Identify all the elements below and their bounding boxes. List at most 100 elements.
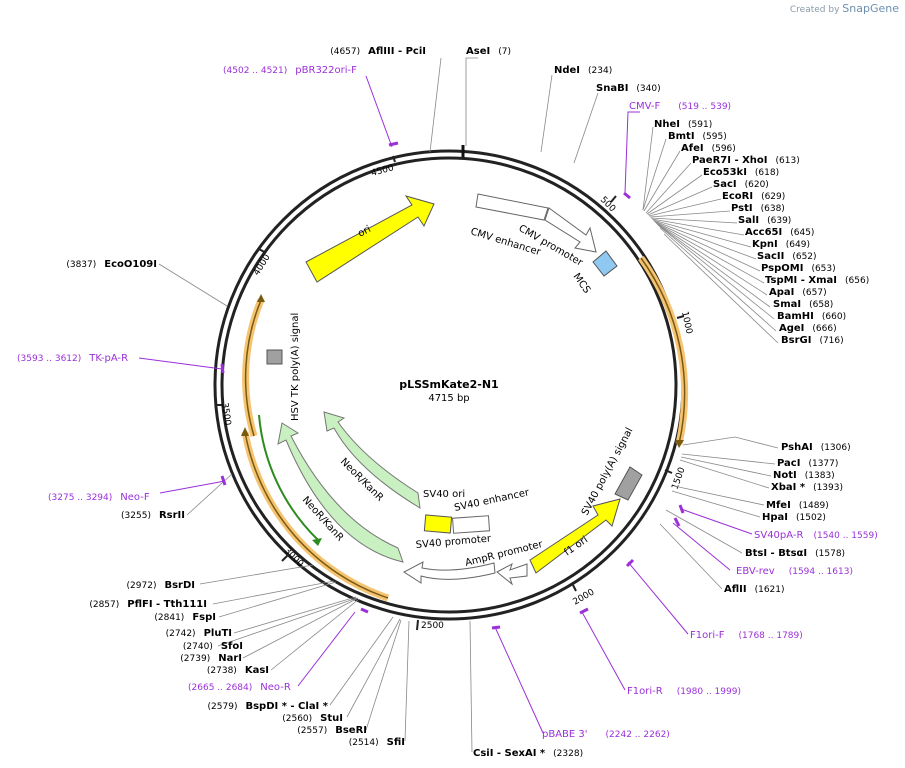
leader-nari bbox=[242, 597, 359, 659]
enzyme-snabi: SnaBI(340) bbox=[596, 83, 661, 94]
enzyme-sacii-name: SacII bbox=[757, 251, 784, 262]
enzyme-fspi: (2841)FspI bbox=[154, 612, 216, 623]
enzyme-apai: ApaI(657) bbox=[769, 287, 827, 298]
primer-f1ori-f: F1ori-F(1768 .. 1789) bbox=[690, 630, 803, 641]
primer-leader-pbabe3 bbox=[494, 626, 544, 734]
enzyme-snabi-pos: (340) bbox=[636, 84, 660, 94]
enzyme-pluti-pos: (2742) bbox=[166, 629, 196, 639]
leader-xbai bbox=[679, 459, 770, 489]
enzyme-xhoi-name: PaeR7I - XhoI bbox=[692, 155, 768, 166]
enzyme-afei-pos: (596) bbox=[712, 144, 736, 154]
enzyme-sfoi: (2740)SfoI bbox=[183, 641, 243, 652]
tick-label-3500: 3500 bbox=[219, 402, 232, 426]
enzyme-bsrgi-name: BsrGI bbox=[781, 335, 811, 346]
enzyme-noti-pos: (1383) bbox=[805, 471, 835, 481]
enzyme-xbai-name: XbaI * bbox=[771, 482, 806, 493]
enzyme-kasi: (2738)KasI bbox=[207, 665, 269, 676]
primer-labels: (4502 .. 4521)pBR322ori-F CMV-F(519 .. 5… bbox=[17, 65, 878, 740]
leader-afliii bbox=[429, 57, 442, 153]
leader-psti bbox=[649, 210, 731, 218]
primer-neo-r-range: (2665 .. 2684) bbox=[188, 683, 252, 693]
leader-nhei bbox=[642, 126, 654, 211]
enzyme-pspomi-name: PspOMI bbox=[761, 263, 803, 274]
primer-leader-tk-pa-r bbox=[138, 357, 223, 370]
primer-leader-cmv-f bbox=[624, 111, 640, 194]
leader-bseri bbox=[365, 619, 402, 731]
leader-sali bbox=[650, 217, 738, 224]
enzyme-stui-pos: (2560) bbox=[282, 714, 312, 724]
leader-sacii bbox=[653, 220, 757, 260]
enzyme-noti: NotI(1383) bbox=[773, 470, 835, 481]
primer-mark-neo-f bbox=[220, 475, 227, 486]
enzyme-mfei-pos: (1489) bbox=[799, 501, 829, 511]
primer-pbabe3: pBABE 3'(2242 .. 2262) bbox=[542, 729, 670, 740]
enzyme-afliii-name: AflIII - PciI bbox=[368, 46, 426, 57]
feature-cmv-promoter bbox=[544, 207, 597, 253]
enzyme-pspomi-pos: (653) bbox=[811, 264, 835, 274]
enzyme-smai: SmaI(658) bbox=[773, 299, 833, 310]
enzyme-xbai: XbaI *(1393) bbox=[771, 482, 843, 493]
enzyme-mfei: MfeI (1489) bbox=[766, 500, 829, 511]
enzyme-paci: PacI(1377) bbox=[777, 458, 838, 469]
primer-neo-r: (2665 .. 2684)Neo-R bbox=[188, 682, 291, 693]
primer-pbabe3-range: (2242 .. 2262) bbox=[606, 730, 670, 740]
leader-tth111i bbox=[212, 580, 335, 605]
primer-ebv-rev-name: EBV-rev bbox=[736, 566, 775, 577]
orange-arc-lsskate-arrow bbox=[675, 440, 684, 448]
enzyme-paci-name: PacI bbox=[777, 458, 800, 469]
enzyme-agei: AgeI(666) bbox=[779, 323, 837, 334]
enzyme-sali: SalI(639) bbox=[738, 215, 791, 226]
leader-snabi bbox=[573, 92, 599, 164]
leader-xmai bbox=[655, 222, 765, 284]
green-orf-arc bbox=[258, 414, 319, 541]
primer-neo-f: (3275 .. 3294)Neo-F bbox=[48, 492, 150, 503]
enzyme-sexai-name: CsiI - SexAI * bbox=[473, 748, 546, 759]
tick-1500 bbox=[664, 469, 673, 474]
enzyme-pluti-name: PluTI bbox=[204, 628, 232, 639]
primer-neo-f-range: (3275 .. 3294) bbox=[48, 493, 112, 503]
enzyme-acc65i: Acc65I(645) bbox=[745, 227, 814, 238]
enzyme-aflii: AflII(1621) bbox=[724, 584, 785, 595]
enzyme-bamhi-name: BamHI bbox=[777, 311, 814, 322]
primer-cmv-f-range: (519 .. 539) bbox=[678, 102, 731, 112]
feature-label-hsv-tk-polya: HSV TK poly(A) signal bbox=[290, 313, 301, 421]
enzyme-kasi-pos: (2738) bbox=[207, 666, 237, 676]
enzyme-mfei-name: MfeI bbox=[766, 500, 791, 511]
enzyme-saci: SacI(620) bbox=[713, 179, 769, 190]
enzyme-afliii: (4657)AflIII - PciI bbox=[330, 46, 426, 57]
enzyme-agei-pos: (666) bbox=[812, 324, 836, 334]
primer-mark-f1ori-r bbox=[579, 607, 589, 615]
enzyme-bmti-pos: (595) bbox=[703, 132, 727, 142]
primer-leader-sv40pa-r bbox=[680, 508, 753, 535]
tick-4000 bbox=[258, 248, 267, 254]
enzyme-fspi-name: FspI bbox=[192, 612, 216, 623]
enzyme-bmti: BmtI(595) bbox=[668, 131, 727, 142]
enzyme-ecori-name: EcoRI bbox=[722, 191, 753, 202]
leader-pspomi bbox=[654, 221, 761, 272]
enzyme-asei-pos: (7) bbox=[498, 47, 511, 57]
leader-sfoi bbox=[217, 597, 358, 647]
leader-xhoi bbox=[645, 162, 692, 214]
leader-clai bbox=[329, 616, 394, 706]
primer-f1ori-r-range: (1980 .. 1999) bbox=[677, 687, 741, 697]
leader-aflii bbox=[659, 523, 723, 590]
enzyme-ecori-pos: (629) bbox=[761, 192, 785, 202]
orange-arc-hsv-arrow bbox=[257, 294, 265, 302]
enzyme-asei: AseI(7) bbox=[466, 46, 511, 57]
leader-hpai bbox=[671, 490, 761, 518]
enzyme-acc65i-pos: (645) bbox=[790, 228, 814, 238]
leader-bamhi bbox=[658, 225, 775, 320]
enzyme-bsrgi: BsrGI (716) bbox=[781, 335, 844, 346]
enzyme-btsi: BtsI - BtsαI(1578) bbox=[745, 548, 845, 559]
enzyme-bsrgi-pos: (716) bbox=[819, 336, 843, 346]
feature-sv40-promoter bbox=[403, 561, 496, 584]
enzyme-afei: AfeI(596) bbox=[681, 143, 736, 154]
enzyme-labels-right: AseI(7) NdeI(234) SnaBI(340) NheI(591) B… bbox=[466, 46, 869, 595]
leader-acc65i bbox=[651, 218, 745, 236]
orange-arc-neor-core bbox=[244, 431, 389, 599]
enzyme-kpni-pos: (649) bbox=[786, 240, 810, 250]
leader-bsrdi bbox=[199, 564, 314, 585]
enzyme-aflii-name: AflII bbox=[724, 584, 747, 595]
enzyme-xmai-name: TspMI - XmaI bbox=[765, 275, 837, 286]
